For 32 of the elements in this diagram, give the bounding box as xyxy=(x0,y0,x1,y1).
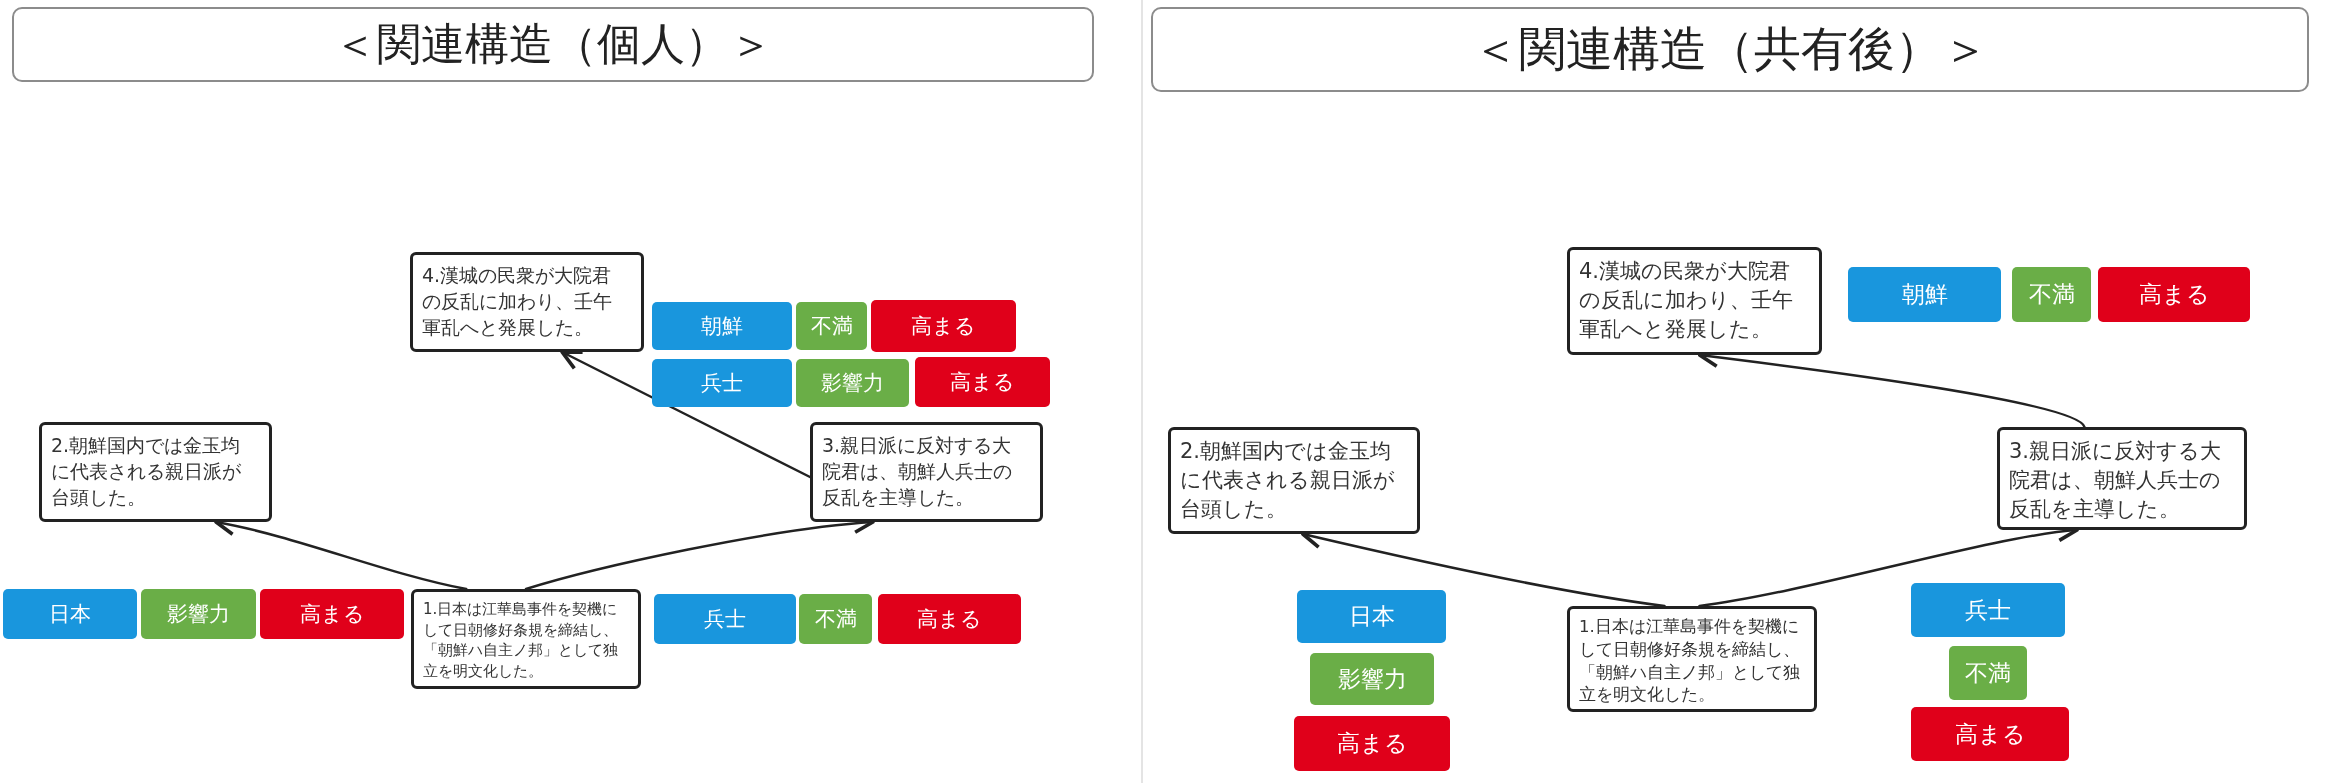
keyword-tag: 不満 xyxy=(1949,646,2027,700)
event-box: 3.親日派に反対する大院君は、朝鮮人兵士の反乱を主導した。 xyxy=(810,422,1043,522)
event-box: 2.朝鮮国内では金玉均に代表される親日派が台頭した。 xyxy=(39,422,272,522)
keyword-tag: 日本 xyxy=(1297,590,1446,643)
keyword-tag: 高まる xyxy=(2098,267,2250,322)
keyword-tag: 兵士 xyxy=(1911,583,2065,637)
event-box: 1.日本は江華島事件を契機にして日朝修好条規を締結し、「朝鮮ハ自主ノ邦」として独立を明文化した。 xyxy=(1567,606,1817,712)
event-box: 1.日本は江華島事件を契機にして日朝修好条規を締結し、「朝鮮ハ自主ノ邦」として独立を明文化した。 xyxy=(411,589,641,689)
keyword-tag: 兵士 xyxy=(652,359,792,407)
keyword-tag: 兵士 xyxy=(654,594,796,644)
event-box: 2.朝鮮国内では金玉均に代表される親日派が台頭した。 xyxy=(1168,427,1420,534)
keyword-tag: 影響力 xyxy=(796,359,909,407)
event-box: 4.漢城の民衆が大院君の反乱に加わり、壬午軍乱へと発展した。 xyxy=(410,252,644,352)
keyword-tag: 高まる xyxy=(915,357,1050,407)
keyword-tag: 朝鮮 xyxy=(652,302,792,350)
keyword-tag: 高まる xyxy=(871,300,1016,352)
keyword-tag: 不満 xyxy=(796,302,867,350)
keyword-tag: 日本 xyxy=(3,589,137,639)
panel-heading: ＜関連構造（個人）＞ xyxy=(12,7,1094,82)
keyword-tag: 高まる xyxy=(1911,707,2069,761)
keyword-tag: 高まる xyxy=(878,594,1021,644)
keyword-tag: 影響力 xyxy=(1310,653,1434,705)
keyword-tag: 不満 xyxy=(799,594,872,644)
keyword-tag: 影響力 xyxy=(141,589,256,639)
keyword-tag: 朝鮮 xyxy=(1848,267,2001,322)
event-box: 3.親日派に反対する大院君は、朝鮮人兵士の反乱を主導した。 xyxy=(1997,427,2247,530)
keyword-tag: 高まる xyxy=(260,589,404,639)
keyword-tag: 不満 xyxy=(2012,267,2091,322)
event-box: 4.漢城の民衆が大院君の反乱に加わり、壬午軍乱へと発展した。 xyxy=(1567,247,1822,355)
keyword-tag: 高まる xyxy=(1294,716,1450,771)
panel-heading: ＜関連構造（共有後）＞ xyxy=(1151,7,2309,92)
arrow xyxy=(560,350,812,479)
